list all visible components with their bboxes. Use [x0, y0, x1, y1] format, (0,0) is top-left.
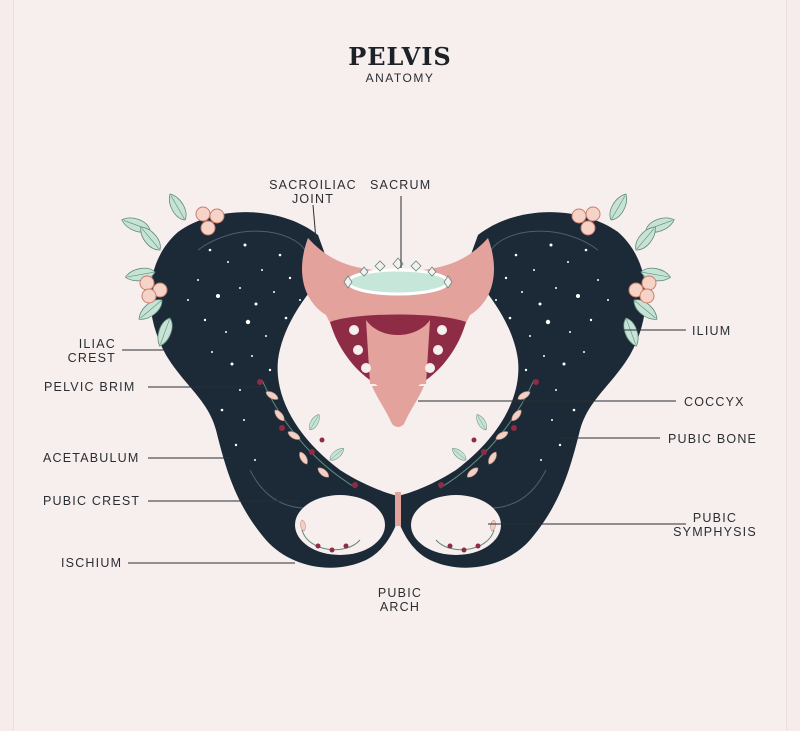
- label-pelvic-brim: PELVIC BRIM: [44, 380, 136, 394]
- label-sacroiliac-joint: SACROILIAC JOINT: [266, 178, 360, 206]
- label-pubic-symphysis-line1: PUBIC: [692, 511, 738, 525]
- label-sacroiliac-joint-line2: JOINT: [291, 192, 335, 206]
- page-subtitle: ANATOMY: [365, 71, 435, 85]
- page-title: PELVIS: [348, 42, 452, 71]
- label-ischium: ISCHIUM: [61, 556, 123, 570]
- label-pubic-arch: PUBIC ARCH: [370, 586, 430, 614]
- star-dots: [187, 243, 609, 461]
- inner-floral-vines: [257, 379, 539, 553]
- label-pubic-symphysis-line2: SYMPHYSIS: [673, 525, 757, 539]
- label-ilium: ILIUM: [692, 324, 732, 338]
- coccyx-shape: [372, 386, 424, 427]
- leader-lines: [122, 196, 686, 564]
- label-coccyx: COCCYX: [684, 395, 745, 409]
- label-iliac-crest: ILIAC CREST: [40, 337, 116, 365]
- label-iliac-crest-line1: ILIAC: [78, 337, 116, 351]
- pelvis-bone-shape: [150, 212, 646, 568]
- label-pubic-bone: PUBIC BONE: [668, 432, 758, 446]
- label-sacroiliac-joint-line1: SACROILIAC: [269, 178, 357, 192]
- label-pubic-arch-line1: PUBIC: [377, 586, 423, 600]
- label-sacrum: SACRUM: [370, 178, 432, 192]
- label-iliac-crest-line2: CREST: [67, 351, 116, 365]
- label-acetabulum: ACETABULUM: [43, 451, 140, 465]
- label-pubic-crest: PUBIC CREST: [43, 494, 141, 508]
- label-pubic-arch-line2: ARCH: [379, 600, 421, 614]
- label-pubic-symphysis: PUBIC SYMPHYSIS: [670, 511, 760, 539]
